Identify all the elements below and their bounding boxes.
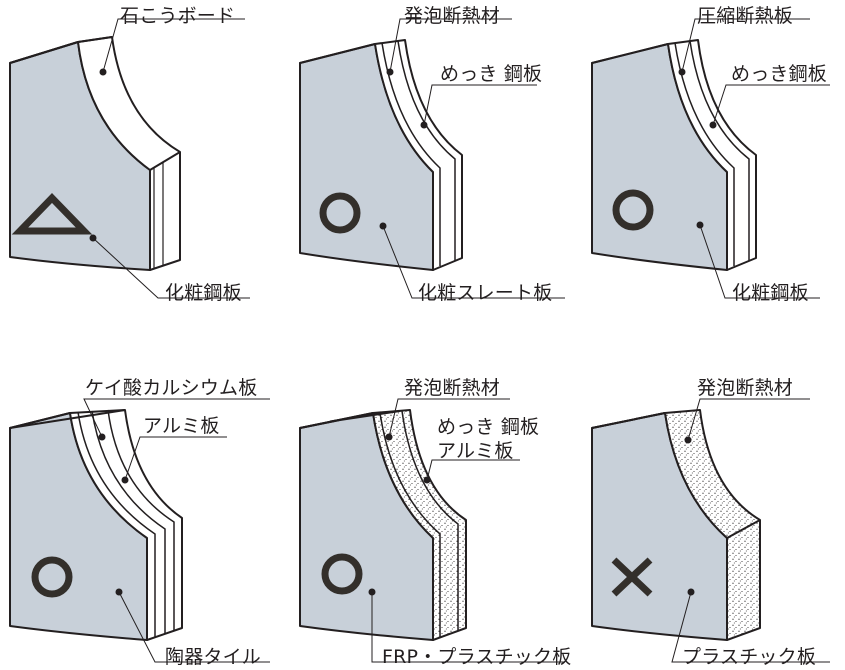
label-frp-plastic: FRP・プラスチック板 [382,646,572,668]
label-plated-steel: めっき 鋼板 [437,416,540,438]
label-decorative-steel: 化粧鋼板 [165,282,242,304]
label-plated-steel: めっき 鋼板 [440,63,543,85]
leader-line [118,591,270,663]
label-gypsum-board: 石こうボード [120,5,236,27]
leader-line [371,592,565,663]
leader-line [681,18,810,73]
leader-line [699,224,820,299]
label-calcium-silicate: ケイ酸カルシウム板 [85,377,258,399]
panel-compressed-insulation [591,18,830,299]
leader-line [83,398,270,438]
circle-mark [321,553,363,595]
label-ceramic-tile: 陶器タイル [165,646,262,668]
label-foam-insulation: 発泡断熱材 [404,5,501,27]
label-foam-insulation: 発泡断熱材 [697,377,794,399]
leader-line [382,225,565,299]
panel-calcium-silicate [9,398,270,663]
label-decorative-steel: 化粧鋼板 [732,282,809,304]
panel-gypsum-board [9,18,250,299]
label-plastic-board: プラスチック板 [682,646,817,668]
circle-mark [31,556,73,598]
panel-core [299,39,463,271]
leader-line [687,398,810,441]
panel-core [591,39,757,271]
panel-face [9,41,151,271]
label-plated-steel: めっき鋼板 [731,63,828,85]
panel-plastic [591,398,830,663]
leader-line [426,459,520,481]
leader-line [671,591,830,663]
label-foam-insulation: 発泡断熱材 [404,377,501,399]
label-aluminum: アルミ板 [437,440,514,462]
leader-line [712,84,830,126]
panel-core [299,409,467,641]
leader-line [389,18,512,73]
panel-foam-frp [299,398,565,663]
panel-face [591,43,728,271]
panel-foam-slate [299,18,565,299]
leader-line [423,84,537,126]
leader-line [388,398,510,438]
cross-mark [611,557,653,597]
circle-mark [612,189,654,231]
label-decorative-slate: 化粧スレート板 [418,282,553,304]
leader-line [102,18,245,73]
leader-line [124,436,227,481]
label-compressed-insulation: 圧縮断熱板 [697,5,794,27]
panel-core [591,409,761,641]
leader-line [92,237,250,299]
label-aluminum: アルミ板 [143,415,220,437]
triangle-mark [11,192,93,235]
circle-mark [319,192,361,234]
